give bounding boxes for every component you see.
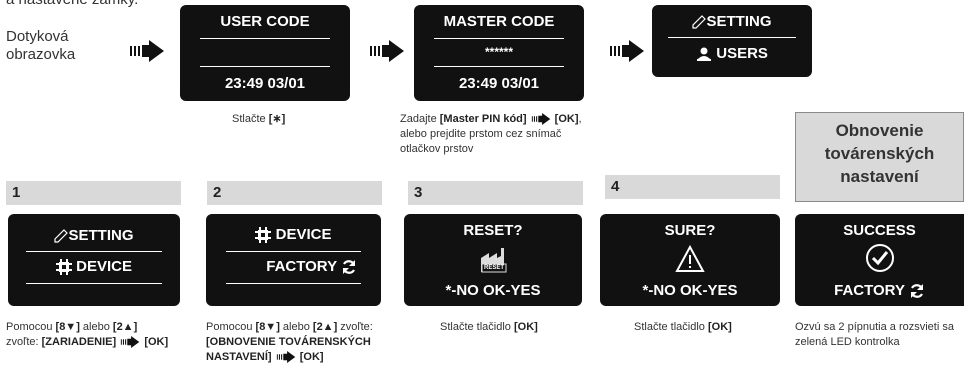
divider: [26, 251, 162, 252]
step-bar-2: 2: [207, 181, 382, 205]
user-icon: [697, 47, 712, 62]
touchscreen-label-line2: obrazovka: [6, 46, 76, 63]
device-icon: [255, 227, 271, 243]
arrow-right-icon: [130, 40, 164, 62]
intro-cut-text: a nastavené zámky.: [6, 0, 138, 9]
factory-reset-title-box: Obnovenie továrenských nastavení: [795, 112, 964, 202]
step-bar-1: 1: [6, 181, 181, 205]
setting-device-screen[interactable]: SETTING DEVICE: [8, 214, 180, 306]
divider: [226, 251, 361, 252]
refresh-icon: [909, 283, 925, 299]
divider: [434, 38, 564, 39]
refresh-icon: [341, 259, 357, 275]
reset-confirm-screen[interactable]: RESET? RESET *-NO OK-YES: [404, 214, 582, 306]
master-code-screen[interactable]: MASTER CODE ****** 23:49 03/01: [414, 5, 584, 101]
menu-item-label: SETTING: [706, 13, 772, 30]
menu-item-setting[interactable]: SETTING: [652, 13, 812, 31]
caption-press-star: Stlačte [∗]: [232, 113, 286, 125]
menu-item-factory[interactable]: FACTORY: [206, 258, 381, 276]
screen-time: 23:49 03/01: [458, 75, 540, 92]
touchscreen-label-line1: Dotyková: [6, 28, 69, 45]
arrow-right-icon: [119, 336, 141, 348]
arrow-right-icon: [370, 40, 404, 62]
setting-users-screen[interactable]: SETTING USERS: [652, 5, 812, 77]
device-icon: [56, 259, 72, 275]
pencil-icon: [54, 229, 68, 243]
menu-item-label: DEVICE: [275, 226, 332, 243]
menu-item-device[interactable]: DEVICE: [206, 226, 381, 244]
screen-title: SUCCESS: [843, 222, 916, 239]
arrow-right-icon: [610, 40, 644, 62]
divider: [26, 283, 162, 284]
step-bar-4: 4: [605, 175, 780, 199]
confirm-options: *-NO OK-YES: [445, 282, 541, 299]
caption-step3: Stlačte tlačidlo [OK]: [440, 321, 538, 333]
arrow-right-icon: [275, 351, 297, 363]
step-bar-3: 3: [408, 181, 583, 205]
success-factory-label: FACTORY: [795, 282, 964, 300]
divider: [668, 37, 796, 38]
menu-item-setting[interactable]: SETTING: [8, 227, 180, 245]
caption-step2: Pomocou [8▼] alebo [2▲] zvoľte: [OBNOVEN…: [206, 321, 373, 363]
menu-item-label: USERS: [716, 45, 768, 62]
menu-item-label: FACTORY: [266, 258, 337, 275]
screen-time: 23:49 03/01: [224, 75, 306, 92]
warning-icon: [675, 245, 705, 272]
divider: [434, 66, 564, 67]
divider: [226, 283, 361, 284]
caption-step1: Pomocou [8▼] alebo [2▲] zvoľte: [ZARIADE…: [6, 321, 169, 348]
sure-confirm-screen[interactable]: SURE? *-NO OK-YES: [600, 214, 780, 306]
caption-step4: Stlačte tlačidlo [OK]: [634, 321, 732, 333]
pin-mask: ******: [484, 45, 514, 59]
menu-item-device[interactable]: DEVICE: [8, 258, 180, 276]
reset-factory-icon: RESET: [479, 244, 509, 274]
pencil-icon: [692, 15, 706, 29]
screen-title: RESET?: [463, 222, 523, 239]
confirm-options: *-NO OK-YES: [642, 282, 738, 299]
check-circle-icon: [866, 244, 894, 272]
menu-item-label: DEVICE: [76, 258, 133, 275]
screen-title: SURE?: [664, 222, 716, 239]
divider: [200, 66, 330, 67]
caption-step5: Ozvú sa 2 pípnutia a rozsvieti sa zelená…: [795, 321, 954, 348]
menu-item-users[interactable]: USERS: [652, 45, 812, 63]
user-code-screen[interactable]: USER CODE 23:49 03/01: [180, 5, 350, 101]
success-screen[interactable]: SUCCESS FACTORY: [795, 214, 964, 306]
caption-master-pin: Zadajte [Master PIN kód] [OK], alebo pre…: [400, 113, 582, 155]
arrow-right-icon: [530, 113, 552, 125]
screen-title: USER CODE: [220, 13, 310, 30]
device-factory-screen[interactable]: DEVICE FACTORY: [206, 214, 381, 306]
menu-item-label: SETTING: [68, 227, 134, 244]
divider: [200, 38, 330, 39]
screen-title: MASTER CODE: [443, 13, 555, 30]
